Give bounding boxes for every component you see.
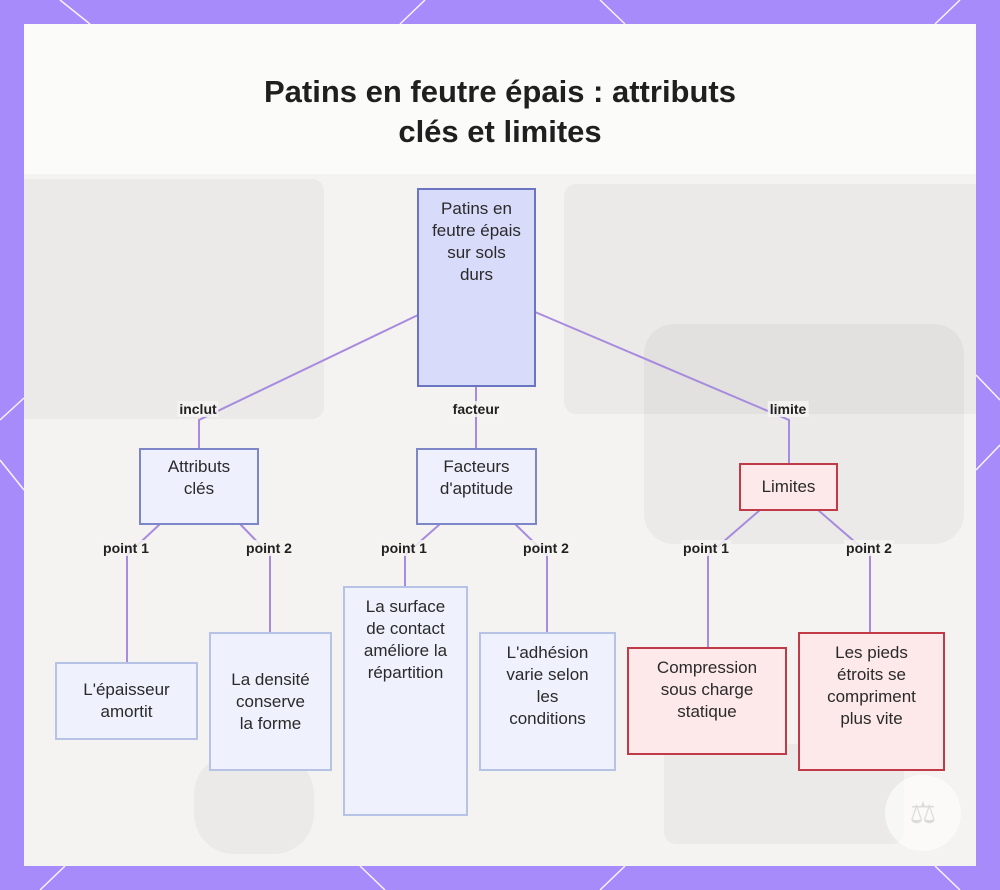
node-thickness: L'épaisseur amortit xyxy=(55,662,198,740)
node-limits-label: Limites xyxy=(761,477,816,496)
node-adhesion: L'adhésion varie selon les conditions xyxy=(479,632,616,771)
node-compression: Compression sous charge statique xyxy=(627,647,787,755)
edge-label-fact-point2: point 2 xyxy=(521,540,571,556)
node-density-label: La densité conserve la forme xyxy=(231,669,310,733)
edge-root-limits xyxy=(534,311,790,463)
node-attributes: Attributs clés xyxy=(139,448,259,525)
edge-label-limit: limite xyxy=(767,401,809,417)
node-root-label: Patins en feutre épais sur sols durs xyxy=(432,199,521,284)
node-factors: Facteurs d'aptitude xyxy=(416,448,537,525)
edge-limits-narrow-feet xyxy=(817,509,871,632)
node-limits: Limites xyxy=(739,463,838,511)
node-adhesion-label: L'adhésion varie selon les conditions xyxy=(506,643,589,728)
node-contact: La surface de contact améliore la répart… xyxy=(343,586,468,816)
edge-limits-compression xyxy=(707,509,761,647)
title-band xyxy=(24,24,976,174)
node-root: Patins en feutre épais sur sols durs xyxy=(417,188,536,387)
node-contact-label: La surface de contact améliore la répart… xyxy=(363,597,448,682)
edge-label-attr-point1: point 1 xyxy=(101,540,151,556)
edge-label-fact-point1: point 1 xyxy=(379,540,429,556)
edge-label-factor: facteur xyxy=(450,401,502,417)
edge-label-lim-point2: point 2 xyxy=(844,540,894,556)
edge-root-attributes xyxy=(198,314,419,448)
edge-label-lim-point1: point 1 xyxy=(681,540,731,556)
node-narrow-feet-label: Les pieds étroits se compriment plus vit… xyxy=(827,643,916,728)
node-compression-label: Compression sous charge statique xyxy=(656,658,758,721)
watermark-badge-icon: ⚖ xyxy=(885,775,961,851)
node-thickness-label: L'épaisseur amortit xyxy=(83,680,170,721)
node-density: La densité conserve la forme xyxy=(209,632,332,771)
edge-label-includes: inclut xyxy=(177,401,219,417)
edge-label-attr-point2: point 2 xyxy=(244,540,294,556)
node-factors-label: Facteurs d'aptitude xyxy=(439,457,514,498)
node-attributes-label: Attributs clés xyxy=(167,457,231,498)
diagram-title: Patins en feutre épais : attributs clés … xyxy=(264,74,736,149)
node-narrow-feet: Les pieds étroits se compriment plus vit… xyxy=(798,632,945,771)
